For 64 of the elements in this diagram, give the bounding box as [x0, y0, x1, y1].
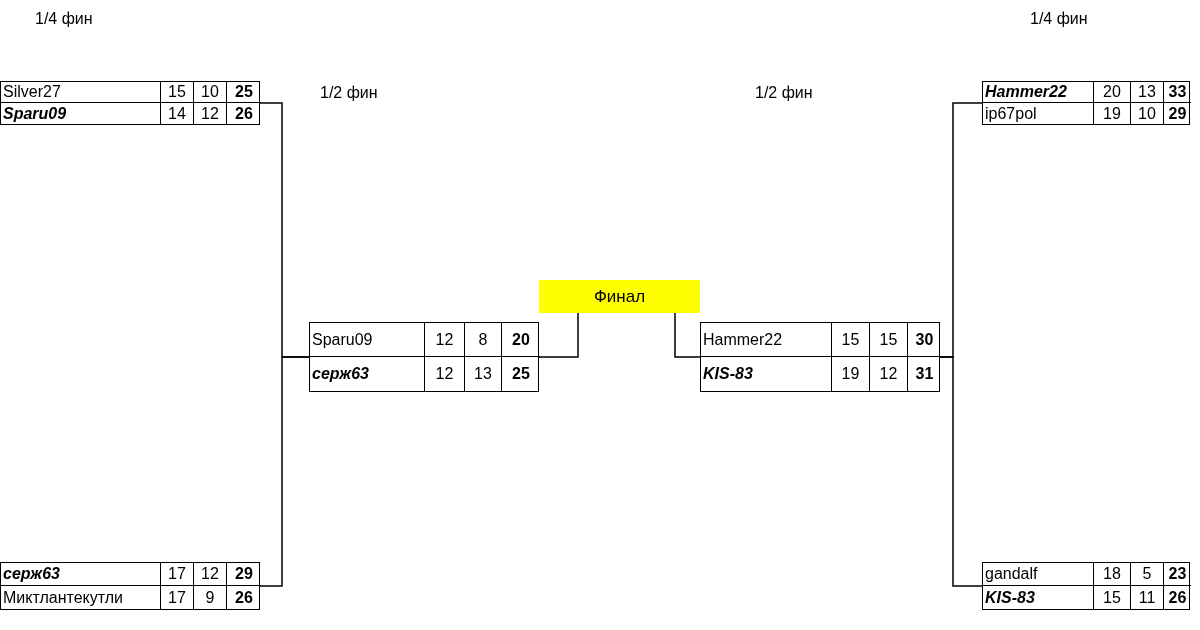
player-name: ip67pol	[983, 103, 1094, 124]
player-name: Sparu09	[310, 323, 425, 357]
set-score: 8	[465, 323, 502, 357]
player-name: Silver27	[1, 82, 161, 103]
final-label-box	[539, 280, 700, 313]
round-label: 1/4 фин	[1030, 10, 1088, 28]
round-title: Финал	[593, 286, 646, 307]
total-score: 25	[511, 364, 531, 384]
set-score: 18	[1094, 563, 1131, 586]
total-score: 30	[908, 323, 941, 357]
set-score: 12	[194, 103, 227, 124]
player-name: Hammer22	[701, 323, 832, 357]
set-score: 20	[1094, 82, 1131, 103]
set-score: 15	[1094, 586, 1131, 609]
bracket-line	[674, 312, 701, 358]
player-name: серж63	[310, 357, 425, 391]
set-score: 13	[465, 357, 502, 391]
set-score: 12	[425, 323, 465, 357]
round-label: 1/2 фин	[320, 84, 378, 102]
total-score: 31	[914, 364, 935, 384]
match-table	[982, 562, 1190, 610]
player-name: Миктлантекутли	[1, 586, 161, 609]
set-score: 14	[161, 103, 194, 124]
set-score: 12	[194, 563, 227, 586]
set-score: 19	[1094, 103, 1131, 124]
match-table	[309, 322, 539, 392]
total-score: 26	[234, 587, 254, 608]
match-table	[0, 562, 260, 610]
player-name: серж63	[1, 563, 161, 586]
player-name: KIS-83	[983, 586, 1094, 609]
total-score: 26	[1167, 587, 1188, 608]
match-table	[0, 81, 260, 125]
set-score: 17	[161, 586, 194, 609]
set-score: 19	[832, 357, 870, 391]
set-score: 15	[870, 323, 908, 357]
player-name: Hammer22	[983, 82, 1094, 103]
total-score: 23	[1164, 563, 1191, 586]
player-name: Sparu09	[1, 103, 161, 124]
set-score: 10	[1131, 103, 1164, 124]
round-label: 1/2 фин	[755, 84, 813, 102]
player-name: gandalf	[983, 563, 1094, 586]
bracket-line	[939, 356, 983, 587]
total-score: 26	[234, 103, 254, 124]
total-score: 33	[1164, 82, 1191, 103]
total-score: 25	[227, 82, 261, 103]
total-score: 29	[227, 563, 261, 586]
set-score: 13	[1131, 82, 1164, 103]
match-table	[982, 81, 1190, 125]
player-name: KIS-83	[701, 357, 832, 391]
set-score: 15	[832, 323, 870, 357]
set-score: 10	[194, 82, 227, 103]
set-score: 9	[194, 586, 227, 609]
set-score: 11	[1131, 586, 1164, 609]
set-score: 12	[425, 357, 465, 391]
bracket-line	[538, 312, 579, 358]
total-score: 29	[1167, 103, 1188, 124]
total-score: 20	[502, 323, 540, 357]
match-table	[700, 322, 940, 392]
round-label: 1/4 фин	[35, 10, 93, 28]
bracket-line	[259, 356, 310, 587]
set-score: 15	[161, 82, 194, 103]
set-score: 5	[1131, 563, 1164, 586]
set-score: 12	[870, 357, 908, 391]
set-score: 17	[161, 563, 194, 586]
